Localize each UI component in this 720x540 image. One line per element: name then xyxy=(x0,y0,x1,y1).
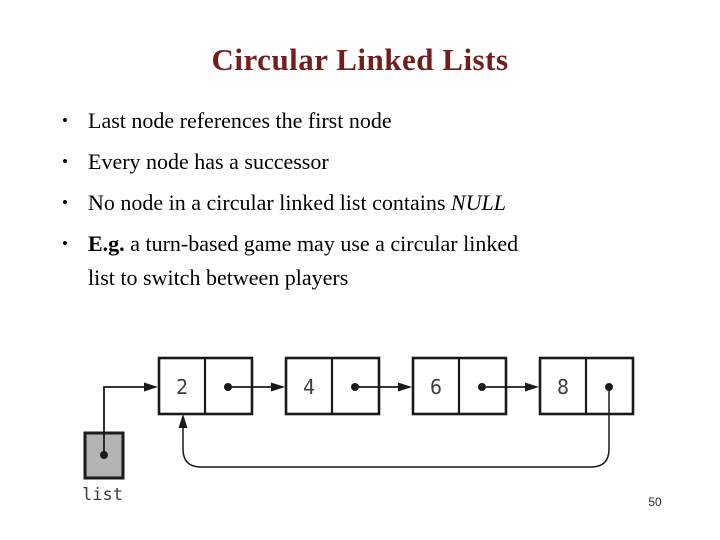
bullet-item: • E.g. a turn-based game may use a circu… xyxy=(62,227,662,295)
bullet-icon: • xyxy=(62,152,68,171)
list-pointer-arrow-line xyxy=(103,386,144,452)
bullet-icon: • xyxy=(62,111,68,130)
bullet-text-segment: No node in a circular linked list contai… xyxy=(88,190,451,215)
list-pointer-dot xyxy=(100,451,108,459)
node-pointer-dot xyxy=(351,383,359,391)
circular-linked-list-diagram: list 2 4 6 8 xyxy=(82,356,635,505)
next-arrowhead xyxy=(271,382,285,392)
bullet-item: • Last node references the first node xyxy=(62,104,662,138)
bullet-text-segment: Last node references the first node xyxy=(88,108,392,133)
bullet-text: Last node references the first node xyxy=(88,104,662,138)
node-value: 8 xyxy=(557,375,569,399)
next-arrowhead xyxy=(398,382,412,392)
node-pointer-dot xyxy=(605,383,613,391)
node-pointer-dot xyxy=(224,383,232,391)
bullet-text: E.g. a turn-based game may use a circula… xyxy=(88,227,662,295)
bullet-text-segment-bold: E.g. xyxy=(88,231,125,256)
bullet-text: Every node has a successor xyxy=(88,145,662,179)
slide-title: Circular Linked Lists xyxy=(211,42,509,77)
node-value: 2 xyxy=(176,375,188,399)
bullet-text-segment: a turn-based game may use a circular lin… xyxy=(124,231,519,256)
bullet-text-segment: list to switch between players xyxy=(88,265,349,290)
circular-return-line xyxy=(182,391,610,468)
list-pointer-label: list xyxy=(82,485,123,505)
list-pointer-arrowhead xyxy=(144,382,158,392)
node-value: 4 xyxy=(303,375,315,399)
circular-return-arrowhead xyxy=(178,414,188,428)
next-arrowhead xyxy=(525,382,539,392)
bullet-item: • Every node has a successor xyxy=(62,145,662,179)
bullet-text-segment: Every node has a successor xyxy=(88,149,329,174)
bullet-text: No node in a circular linked list contai… xyxy=(88,186,662,220)
bullet-text-segment-italic: NULL xyxy=(450,190,506,215)
page-number: 50 xyxy=(648,495,662,509)
bullet-icon: • xyxy=(62,193,68,212)
bullet-item: • No node in a circular linked list cont… xyxy=(62,186,662,220)
bullet-icon: • xyxy=(62,234,68,253)
bullet-list: • Last node references the first node • … xyxy=(62,104,662,302)
node-value: 6 xyxy=(430,375,442,399)
node-pointer-dot xyxy=(478,383,486,391)
